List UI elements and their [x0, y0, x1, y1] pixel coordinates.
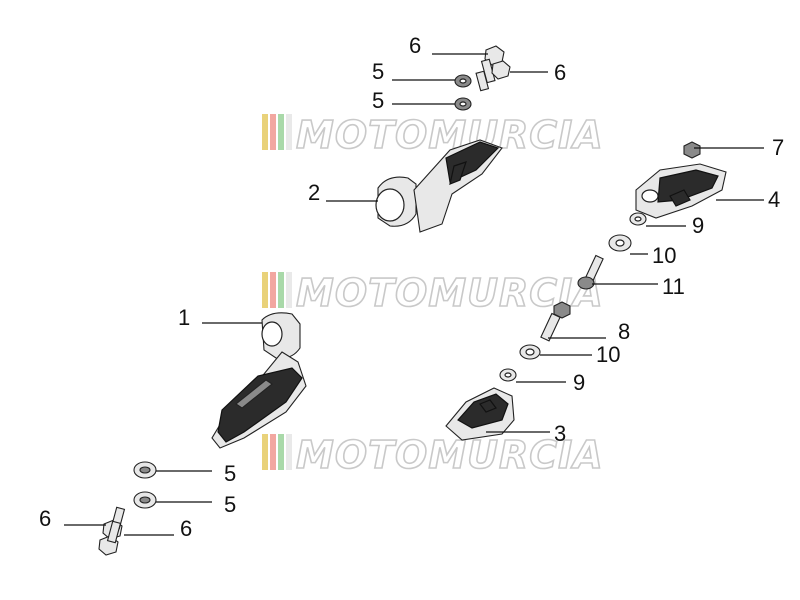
footrest-pedal-bottom: [445, 387, 515, 441]
washer-bottom-a-hole: [139, 466, 151, 474]
callout-number: 6: [39, 506, 51, 531]
footrest-bracket-top: [375, 139, 503, 233]
callout-number: 6: [409, 33, 421, 58]
pin-top: [577, 254, 604, 290]
callout-number: 3: [554, 421, 566, 446]
watermark-middle: MOTOMURCIA: [262, 270, 604, 316]
watermark-text: MOTOMURCIA: [296, 433, 604, 477]
callout-number: 5: [372, 88, 384, 113]
callout-number: 6: [180, 516, 192, 541]
watermark-stripe: [262, 272, 268, 308]
callout-number: 9: [692, 213, 704, 238]
watermark-bottom: MOTOMURCIA: [262, 432, 604, 478]
callout-number: 5: [224, 461, 236, 486]
callout-number: 5: [372, 59, 384, 84]
callout-number: 4: [768, 187, 780, 212]
washer-top-a-hole: [459, 78, 467, 84]
watermark-stripe: [286, 272, 292, 308]
callout-number: 6: [554, 60, 566, 85]
callout-number: 8: [618, 319, 630, 344]
watermark-stripe: [286, 114, 292, 150]
footrest-bracket-front: [211, 312, 307, 449]
washer-10-top-hole: [615, 239, 625, 247]
callout-number: 2: [308, 180, 320, 205]
washer-10-bottom-hole: [525, 348, 535, 356]
callout-number: 1: [178, 305, 190, 330]
callout-number: 5: [224, 492, 236, 517]
watermark-text: MOTOMURCIA: [296, 271, 604, 315]
nut-top: [683, 141, 701, 159]
watermark-top: MOTOMURCIA: [262, 112, 604, 158]
pin-bottom: [540, 301, 571, 342]
bolt-top-pair: [475, 45, 511, 92]
callout-number: 9: [573, 370, 585, 395]
callout-number: 10: [596, 342, 620, 367]
watermark-stripe: [270, 434, 276, 470]
watermark-stripe: [286, 434, 292, 470]
watermark-stripe: [270, 114, 276, 150]
spacer-top-hole: [634, 216, 642, 222]
watermark-stripe: [278, 114, 284, 150]
watermark-stripe: [278, 434, 284, 470]
watermark-stripe: [262, 434, 268, 470]
washer-top-b-hole: [459, 101, 467, 107]
spacer-bottom-hole: [504, 372, 512, 378]
footrest-pedal-top: [635, 163, 727, 219]
callout-number: 10: [652, 243, 676, 268]
watermark-stripe: [278, 272, 284, 308]
watermark-stripe: [262, 114, 268, 150]
callout-number: 7: [772, 135, 784, 160]
washer-bottom-b-hole: [139, 496, 151, 504]
watermark-stripe: [270, 272, 276, 308]
bolt-bottom-pair: [98, 506, 126, 556]
callout-number: 11: [662, 274, 685, 299]
leader-lines: [64, 53, 764, 536]
